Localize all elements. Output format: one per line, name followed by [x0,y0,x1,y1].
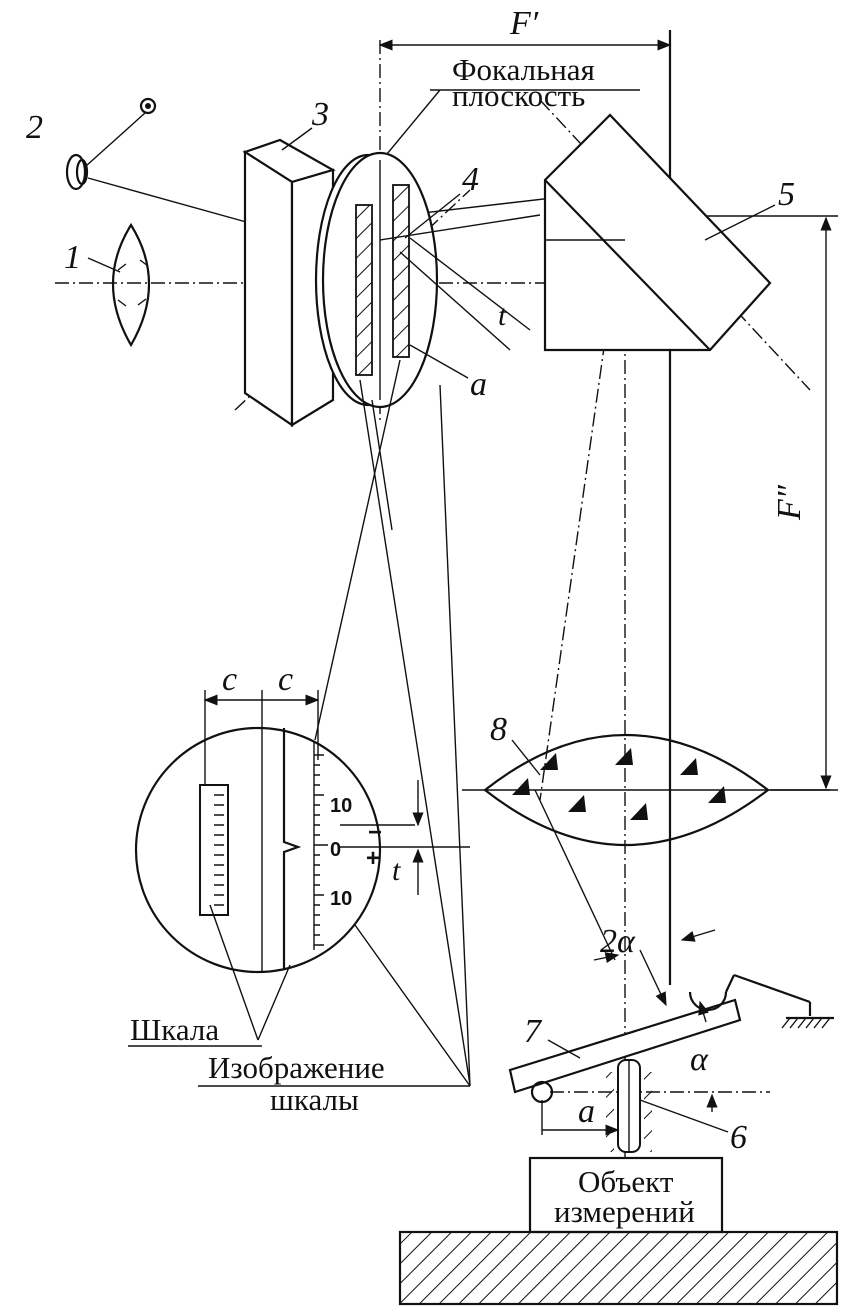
scale-leader-2 [257,964,291,1041]
callout-5: 5 [778,176,795,213]
tilting-mirror-7 [508,973,834,1104]
callout-3: 3 [311,96,329,133]
t-dimension-line-1 [409,237,531,331]
callout-8-leader [511,739,541,776]
object-caption-line1: Объект [578,1164,674,1199]
incident-ray [639,949,667,1007]
callout-2: 2 [26,109,43,146]
scale-image-caption-line1: Изображение [208,1050,385,1085]
t-label-fov: t [392,854,401,887]
objective-lens-8 [462,734,830,846]
two-alpha-label: 2α [600,923,636,960]
lamp-2 [65,97,157,191]
f-prime-label: F′ [509,5,539,42]
callout-a-bottom: a [578,1093,595,1130]
scale-image-caption-line2: шкалы [270,1082,359,1117]
focal-plane-caption-line1: Фокальная [452,52,595,87]
scale-image-leader-1 [354,924,471,1087]
scale-leader-1 [209,904,259,1041]
focal-plane-leader [381,89,441,161]
t-dimension-line-2 [399,251,511,351]
minus-sign: − [368,819,382,846]
callout-7-leader [547,1039,581,1059]
callout-6-leader [639,1099,729,1133]
prism-5 [543,113,772,352]
object-caption-line2: измерений [554,1194,695,1229]
measured-object-block [528,1156,724,1234]
plus-sign: + [366,845,380,872]
reticle-beam [379,214,541,241]
measuring-rod-6 [606,1059,652,1153]
two-alpha-arrow-left [593,952,620,964]
field-of-view-circle [134,690,470,974]
two-alpha-arrow-right [680,929,716,942]
c-label-left: c [222,661,237,698]
scale-image-leader-2 [439,384,471,1087]
callout-5-leader [704,204,776,241]
t-label-top: t [498,299,507,332]
c-label-right: c [278,661,293,698]
scale-reading-top: 10 [330,795,352,817]
return-beam-line [539,269,616,801]
callout-1: 1 [64,239,81,276]
scale-reading-bottom: 10 [330,888,352,910]
callout-7: 7 [524,1013,543,1050]
f-double-prime-label: F″ [771,484,808,521]
ray-cross-2 [314,359,401,741]
ray-cross-1 [359,379,471,1086]
scale-caption: Шкала [130,1012,219,1047]
lens-1 [111,222,151,348]
alpha-label: α [690,1041,709,1078]
callout-4: 4 [462,161,479,198]
ray-cross-3 [371,399,393,531]
callout-1-leader [87,257,121,273]
callout-8: 8 [490,711,507,748]
reticle-plate-4 [314,151,439,409]
callout-3-leader [281,127,313,151]
scale-reading-zero: 0 [330,839,341,861]
callout-6: 6 [730,1119,747,1156]
lamp-beam [87,177,276,231]
lens-ray [534,789,616,961]
callout-4-leader [404,193,461,239]
callout-a-top: a [470,366,487,403]
focal-plane-caption-line2: плоскость [452,78,585,113]
callout-a-top-leader [409,344,469,379]
base-table [398,1230,839,1306]
